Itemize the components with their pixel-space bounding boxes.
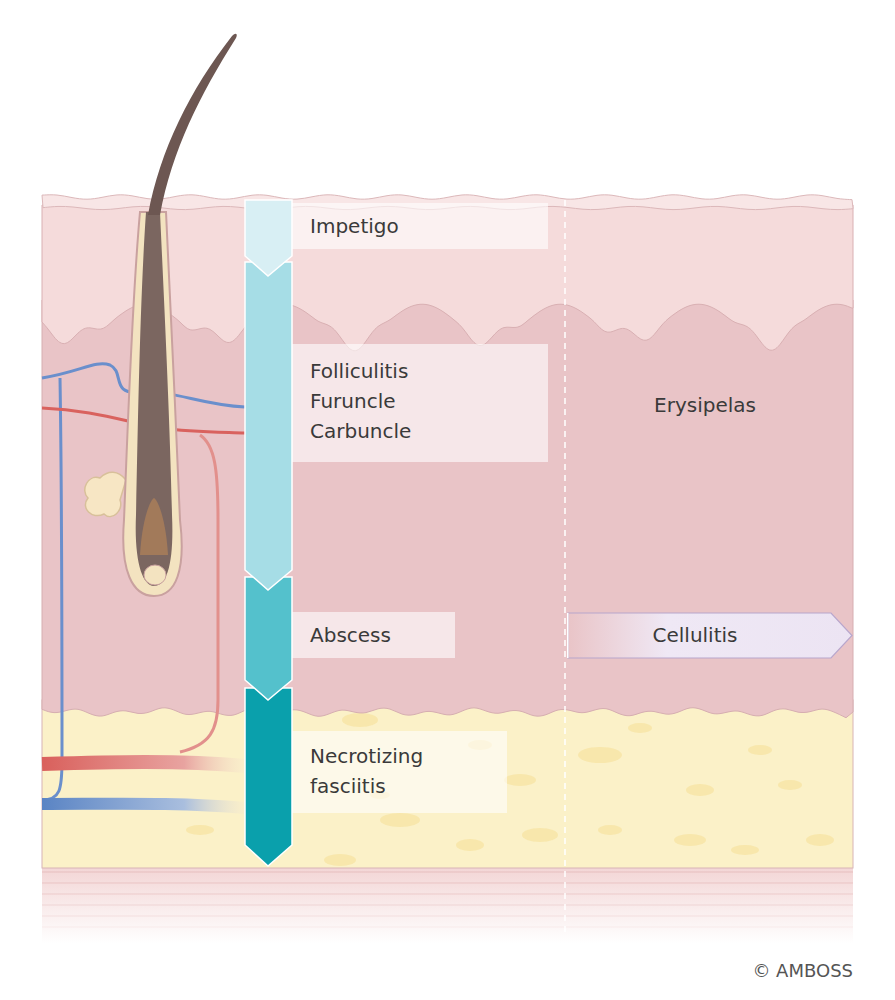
muscle-fiber <box>42 894 853 895</box>
muscle-layer <box>42 868 853 943</box>
fat-cell <box>731 845 759 855</box>
fat-cell <box>342 713 378 727</box>
fat-cell <box>522 828 558 842</box>
fat-cell <box>686 784 714 796</box>
muscle-fibers <box>42 872 853 927</box>
artery <box>180 435 218 752</box>
fat-cell <box>324 854 356 866</box>
term-box: Necrotizing fasciitis <box>292 731 507 813</box>
term-label: Impetigo <box>310 211 530 241</box>
depth-arrow <box>245 577 292 700</box>
muscle-fiber <box>42 872 853 873</box>
term-box: FolliculitisFuruncleCarbuncle <box>292 344 548 462</box>
extent-arrow: Cellulitis <box>567 612 853 659</box>
muscle-fiber <box>42 927 853 928</box>
fat-cell <box>778 780 802 790</box>
term-box: Abscess <box>292 612 455 658</box>
term-label: Carbuncle <box>310 416 530 446</box>
term-label: Folliculitis <box>310 356 530 386</box>
hair-follicle <box>123 212 181 596</box>
artery <box>42 762 245 766</box>
vein <box>42 378 62 800</box>
term-box: Impetigo <box>292 203 548 249</box>
fat-layer <box>42 700 853 868</box>
sebaceous-gland <box>85 472 126 516</box>
fat-cell <box>578 747 622 763</box>
muscle-fiber <box>42 916 853 917</box>
fat-cell <box>674 834 706 846</box>
arrow-shape <box>568 613 852 658</box>
vein <box>42 804 245 808</box>
layer-term: Erysipelas <box>654 393 756 417</box>
muscle-fiber <box>42 905 853 906</box>
fat-cell <box>186 825 214 835</box>
fat-cell <box>806 834 834 846</box>
depth-arrow <box>245 200 292 276</box>
arrow-tail <box>567 613 569 658</box>
divider-line <box>564 200 566 935</box>
fat-cell <box>748 745 772 755</box>
term-label: Necrotizing fasciitis <box>310 741 489 801</box>
hair-root <box>136 212 173 586</box>
term-label: Abscess <box>310 620 437 650</box>
hair-shaft <box>148 34 237 215</box>
fat-cell <box>380 813 420 827</box>
hair-papilla <box>140 498 168 555</box>
depth-arrow <box>245 262 292 590</box>
fat-cell <box>456 839 484 851</box>
term-label: Cellulitis <box>577 620 813 650</box>
fat-cell <box>628 723 652 733</box>
depth-arrow <box>245 688 292 866</box>
copyright-note: © AMBOSS <box>752 960 853 981</box>
term-label: Furuncle <box>310 386 530 416</box>
hair-bulb <box>144 565 166 585</box>
fat-cell <box>598 825 622 835</box>
muscle-fiber <box>42 883 853 884</box>
fat-cell <box>504 774 536 786</box>
